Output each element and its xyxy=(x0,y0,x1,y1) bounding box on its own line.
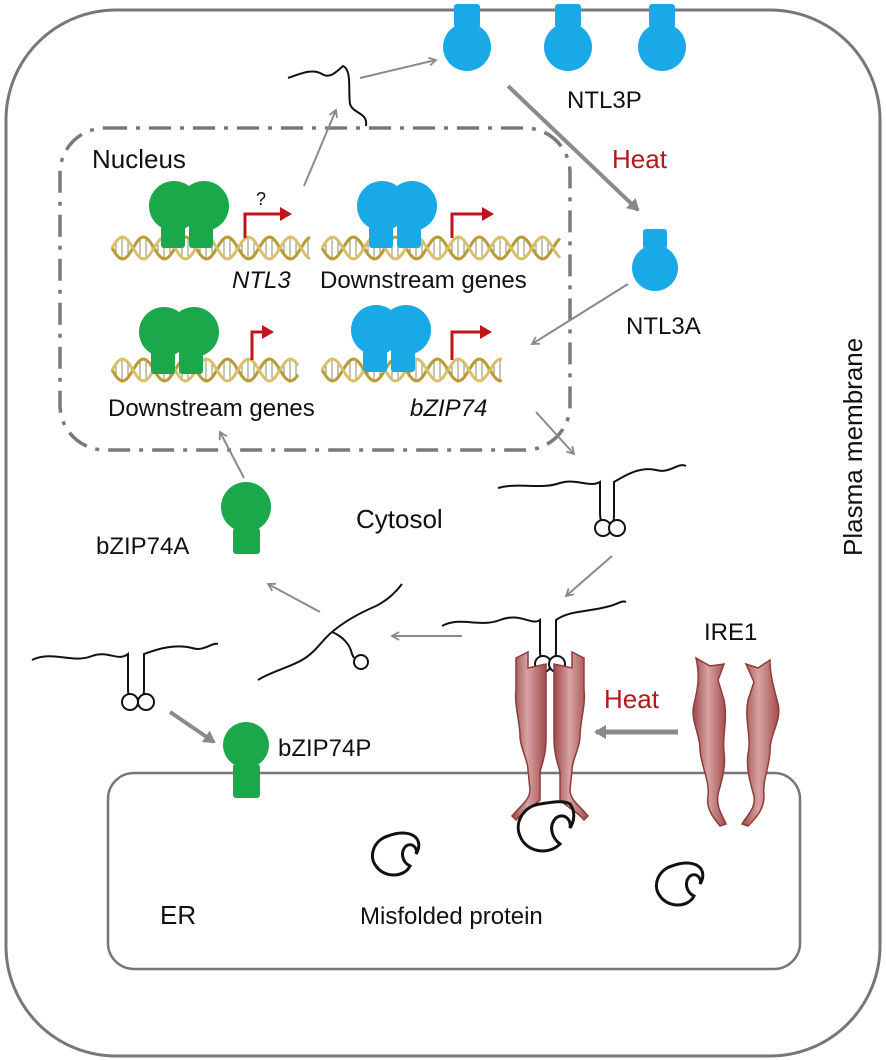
transcription-arrow-icon xyxy=(243,207,292,238)
bzip74-dimer-downstream xyxy=(139,307,219,374)
arrow-spliced-to-bzip74a xyxy=(266,582,321,613)
arrow-ntl3-gene-to-mrna xyxy=(303,108,338,187)
arrow-mrna-to-ire1 xyxy=(564,555,613,598)
ntl3-mrna-icon xyxy=(287,64,368,127)
bzip74a-protein-icon xyxy=(221,482,271,554)
ntl3-protein-icon xyxy=(544,4,592,71)
transcription-arrow-icon xyxy=(450,325,492,360)
plasma-membrane xyxy=(4,8,882,1058)
bzip74p-label: bZIP74P xyxy=(278,735,371,762)
nucleus-boundary xyxy=(58,126,572,452)
ntl3-protein-icon xyxy=(638,4,686,71)
ire1-protein-icon xyxy=(510,650,780,827)
dna-helix-icon xyxy=(320,235,562,261)
ntl3a-protein-icon xyxy=(632,229,678,291)
bzip74-mrna-unspliced-er xyxy=(31,642,219,711)
bzip74-mrna-spliced xyxy=(257,583,403,681)
ntl3-gene-label: NTL3 xyxy=(232,267,291,294)
misfolded-protein-icon xyxy=(371,800,705,907)
ntl3-dimer-downstream xyxy=(357,181,437,248)
bzip74-mrna-unspliced-1 xyxy=(497,464,687,537)
pathway-arrows xyxy=(218,56,629,641)
transcription-arrows xyxy=(243,207,494,360)
ntl3-protein-icon xyxy=(443,4,491,71)
ire1-label: IRE1 xyxy=(704,619,757,646)
dna-helix-icon xyxy=(110,357,300,383)
ntl3-dimer-bzip74-gene xyxy=(351,305,431,372)
nucleus-label: Nucleus xyxy=(92,144,186,174)
transcription-arrow-icon xyxy=(250,325,274,360)
plasma-membrane-label: Plasma membrane xyxy=(838,338,868,556)
arrow-nucleus-to-mrna xyxy=(535,411,576,456)
arrow-ntl3a-to-nucleus xyxy=(530,283,629,345)
ntl3p-label: NTL3P xyxy=(567,87,642,114)
transcription-arrow-icon xyxy=(450,207,494,238)
bzip74-gene-label: bZIP74 xyxy=(410,395,487,422)
cytosol-label: Cytosol xyxy=(356,504,443,534)
downstream-genes-label-2: Downstream genes xyxy=(108,395,315,422)
ntl3a-label: NTL3A xyxy=(626,313,701,340)
arrow-bzip74a-to-nucleus xyxy=(218,430,245,479)
misfolded-protein-label: Misfolded protein xyxy=(360,903,543,930)
downstream-genes-label-1: Downstream genes xyxy=(320,267,527,294)
er-compartment xyxy=(106,771,802,971)
heat-label-bottom: Heat xyxy=(604,684,660,714)
er-label: ER xyxy=(160,900,196,930)
arrow-translation-bzip74p xyxy=(168,710,216,744)
bzip74a-label: bZIP74A xyxy=(96,533,189,560)
ntl3-dimer-ntl3-gene xyxy=(149,181,229,248)
bzip74-mrna-unspliced-2 xyxy=(441,600,627,673)
arrow-ntl3p-to-ntl3a xyxy=(506,84,640,212)
arrow-mrna-to-ntl3p xyxy=(359,56,438,79)
heat-label-top: Heat xyxy=(612,144,668,174)
bzip74p-protein-icon xyxy=(223,722,269,798)
question-mark: ? xyxy=(256,189,266,209)
thick-arrows xyxy=(168,84,678,744)
